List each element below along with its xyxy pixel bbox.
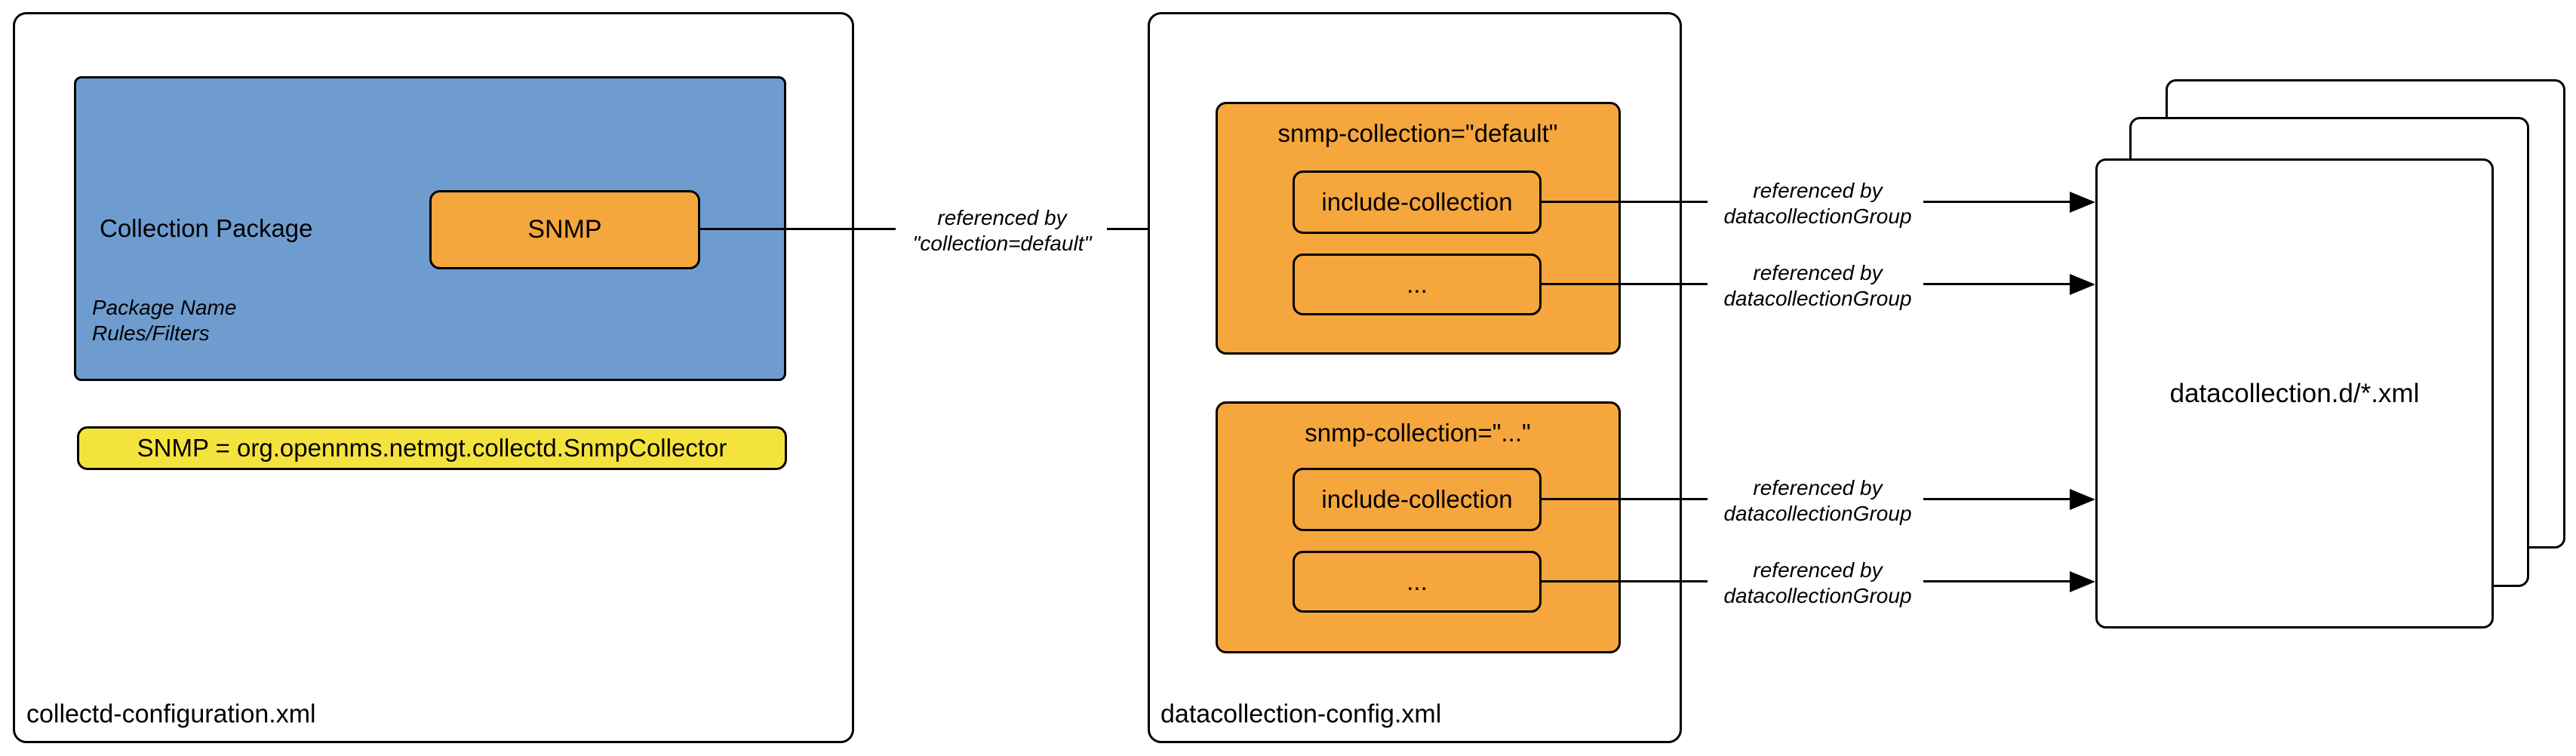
include-collection-box-1: include-collection (1293, 171, 1542, 234)
group-arrow-1-head (2070, 192, 2095, 213)
ellipsis-label-1: ... (1406, 270, 1428, 298)
datacollection-config-file-label: datacollection-config.xml (1160, 699, 1442, 729)
snmp-service-label: SNMP (527, 215, 602, 244)
group-arrow-3-line-right (1923, 498, 2070, 500)
include-collection-box-2: include-collection (1293, 468, 1542, 531)
rules-filters-note: Rules/Filters (92, 321, 210, 345)
group-arrow-4-line-right (1923, 580, 2070, 582)
datafile-document-label: datacollection.d/*.xml (2169, 378, 2420, 408)
snmp-service-box: SNMP (429, 190, 700, 269)
collection-package-title: Collection Package (100, 214, 313, 242)
group-arrow-3-line-left (1542, 498, 1708, 500)
snmp-collection-other-title: snmp-collection="..." (1305, 419, 1531, 447)
group-arrow-1-label-line1: referenced by (1753, 179, 1883, 202)
group-arrow-4-line-left (1542, 580, 1708, 582)
collection-arrow-label-line1: referenced by (937, 206, 1067, 229)
snmp-collector-mapping-box: SNMP = org.opennms.netmgt.collectd.SnmpC… (77, 426, 787, 470)
collection-arrow-label-line2: "collection=default" (912, 232, 1092, 255)
group-arrow-3-label-line1: referenced by (1753, 476, 1883, 499)
datafile-document-front: datacollection.d/*.xml (2095, 158, 2494, 628)
ellipsis-label-2: ... (1406, 567, 1428, 595)
include-collection-label-1: include-collection (1321, 188, 1513, 216)
group-arrow-4-label-line1: referenced by (1753, 558, 1883, 582)
collectd-configuration-file-label: collectd-configuration.xml (26, 699, 316, 729)
snmp-collection-default-title: snmp-collection="default" (1277, 119, 1558, 147)
group-arrow-2-label-line2: datacollectionGroup (1723, 287, 1912, 310)
group-arrow-1-line-right (1923, 201, 2070, 203)
include-collection-label-2: include-collection (1321, 485, 1513, 513)
group-arrow-3-head (2070, 489, 2095, 510)
ellipsis-box-2: ... (1293, 551, 1542, 613)
collection-arrow-line-left (700, 228, 896, 230)
group-arrow-2-head (2070, 274, 2095, 295)
group-arrow-4-head (2070, 571, 2095, 592)
group-arrow-1-line-left (1542, 201, 1708, 203)
package-name-note: Package Name (92, 296, 237, 319)
group-arrow-2-label-line1: referenced by (1753, 261, 1883, 284)
group-arrow-2-line-left (1542, 283, 1708, 285)
snmp-collector-mapping-text: SNMP = org.opennms.netmgt.collectd.SnmpC… (137, 434, 727, 462)
group-arrow-1-label-line2: datacollectionGroup (1723, 204, 1912, 228)
group-arrow-4-label-line2: datacollectionGroup (1723, 584, 1912, 607)
group-arrow-3-label-line2: datacollectionGroup (1723, 502, 1912, 525)
ellipsis-box-1: ... (1293, 254, 1542, 315)
group-arrow-2-line-right (1923, 283, 2070, 285)
